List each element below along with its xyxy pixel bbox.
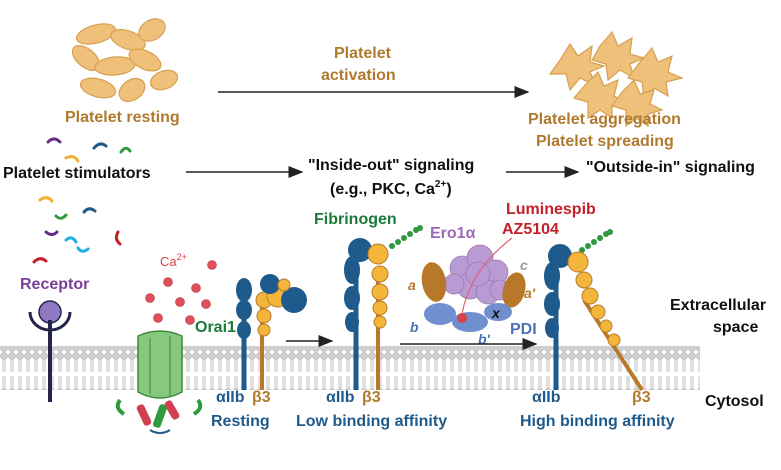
label-fibrinogen: Fibrinogen [314, 211, 397, 228]
label-aiib-high: αIIb [532, 389, 561, 406]
label-platelet-stimulators: Platelet stimulators [3, 165, 151, 182]
label-inside-out-signaling: "Inside-out" signaling [308, 157, 474, 174]
calcium-ions-icon [145, 260, 217, 325]
label-cytosol: Cytosol [705, 393, 764, 410]
label-aiib-low: αIIb [326, 389, 355, 406]
label-extracellular: Extracellular [670, 297, 766, 314]
integrin-low-affinity-icon [344, 238, 389, 390]
label-receptor: Receptor [20, 276, 89, 293]
label-pdi-a-prime: a' [524, 285, 536, 301]
receptor-icon [28, 300, 72, 402]
label-resting: Resting [211, 413, 270, 430]
label-low-binding-affinity: Low binding affinity [296, 413, 447, 430]
label-pdi-a: a [408, 277, 416, 293]
label-pdi-c: c [520, 257, 528, 273]
label-b3-resting: β3 [252, 389, 271, 406]
label-aiib-resting: αIIb [216, 389, 245, 406]
cell-membrane [0, 346, 700, 390]
orai1-channel-icon [115, 330, 203, 434]
fibrinogen-icon-1 [389, 225, 423, 249]
label-platelet-activation-2: activation [321, 67, 396, 84]
label-high-binding-affinity: High binding affinity [520, 413, 675, 430]
inhibitor-arrow [461, 237, 513, 315]
label-luminespib: Luminespib [506, 201, 596, 218]
aggregated-platelets-icon [548, 30, 684, 128]
label-platelet-aggregation: Platelet aggregation [528, 111, 681, 128]
label-outside-in-signaling: "Outside-in" signaling [586, 159, 755, 176]
label-pdi-b-prime: b' [478, 331, 491, 347]
label-inside-out-example: (e.g., PKC, Ca2+) [330, 179, 452, 198]
stimulator-fragments-icon [32, 137, 132, 264]
label-b3-low: β3 [362, 389, 381, 406]
label-extracellular-space: space [713, 319, 758, 336]
integrin-resting-icon [236, 274, 307, 390]
label-calcium: Ca2+ [160, 252, 187, 269]
label-pdi-x: x [491, 305, 501, 321]
label-pdi-b: b [410, 319, 419, 335]
resting-platelets-icon [71, 18, 179, 103]
label-az5104: AZ5104 [502, 221, 559, 238]
fibrinogen-icon-2 [579, 229, 613, 253]
label-platelet-activation-1: Platelet [334, 45, 392, 62]
label-platelet-resting: Platelet resting [65, 109, 180, 126]
label-orai1: Orai1 [195, 319, 236, 336]
label-ero1a: Ero1α [430, 225, 476, 242]
pdi-icon [421, 262, 526, 332]
integrin-high-affinity-icon [544, 244, 644, 392]
label-platelet-spreading: Platelet spreading [536, 133, 674, 150]
label-b3-high: β3 [632, 389, 651, 406]
label-pdi: PDI [510, 321, 537, 338]
